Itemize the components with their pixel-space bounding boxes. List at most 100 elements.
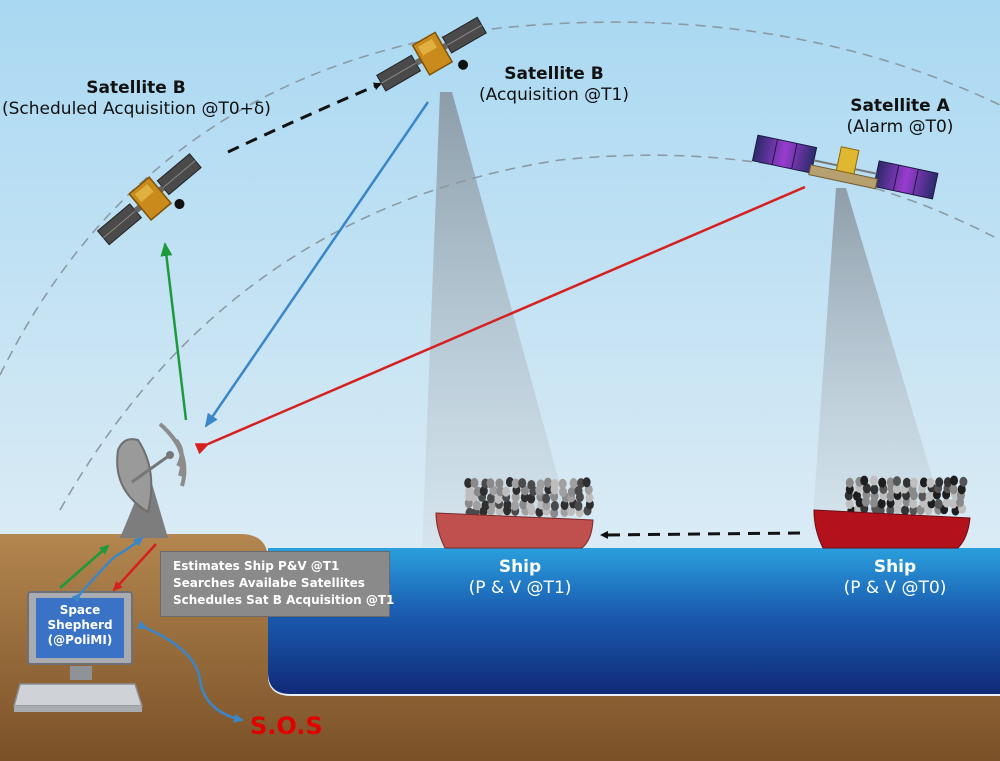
sos-label: S.O.S	[250, 712, 323, 740]
crowd-head	[909, 498, 918, 509]
crowd-t0	[844, 475, 968, 516]
crowd-head	[934, 498, 943, 509]
crowd-head	[860, 475, 869, 486]
crowd-head	[942, 497, 951, 508]
crowd-head	[543, 477, 552, 488]
info-line-estimates: Estimates Ship P&V @T1	[173, 559, 340, 573]
crowd-head	[473, 486, 482, 497]
crowd-head	[886, 505, 895, 516]
crowd-head	[465, 485, 474, 496]
monitor-line-space: Space	[59, 603, 101, 617]
arrow-ship-drift	[600, 530, 801, 539]
crowd-head	[950, 475, 959, 486]
arrow-bidir-blue	[71, 536, 144, 603]
crowd-head	[574, 500, 583, 511]
crowd-head	[503, 499, 512, 510]
crowd-head	[495, 478, 504, 489]
arrow-sos-blue	[136, 620, 244, 723]
label-satellite-b-scheduled: Satellite B (Scheduled Acquisition @T0+δ…	[2, 78, 271, 120]
crowd-head	[949, 498, 958, 509]
satellite-a-icon	[751, 134, 939, 200]
crowd-head	[852, 490, 861, 501]
crowd-head	[470, 477, 479, 488]
process-info-box: Estimates Ship P&V @T1 Searches Availabe…	[160, 551, 395, 617]
outer-orbit	[0, 21, 1000, 376]
satellite-b-acquisition-icon	[376, 16, 487, 92]
crowd-head	[869, 475, 878, 486]
arrow-schedule-green	[160, 242, 188, 421]
crowd-head	[582, 477, 591, 488]
crowd-head	[845, 498, 854, 509]
label-satellite-a: Satellite A (Alarm @T0)	[830, 96, 970, 138]
crowd-head	[527, 493, 536, 504]
crowd-head	[502, 486, 511, 497]
label-ship-t0-subtitle: (P & V @T0)	[843, 578, 947, 598]
crowd-head	[877, 498, 886, 509]
label-ship-t1: Ship (P & V @T1)	[455, 557, 585, 599]
monitor-line-polimi: (@PoliMI)	[47, 633, 113, 647]
crowd-head	[845, 477, 854, 488]
label-satellite-b-acquisition-subtitle: (Acquisition @T1)	[479, 85, 629, 105]
monitor-line-shepherd: Shepherd	[47, 618, 113, 632]
sea	[268, 548, 1000, 694]
label-ship-t0-title: Ship	[873, 557, 917, 577]
label-satellite-b-acquisition: Satellite B (Acquisition @T1)	[474, 64, 634, 106]
label-ship-t1-subtitle: (P & V @T1)	[468, 578, 572, 598]
crowd-head	[943, 477, 952, 488]
computer-icon	[13, 591, 144, 712]
crowd-head	[558, 478, 567, 489]
crowd-head	[496, 486, 505, 497]
label-satellite-b-scheduled-title: Satellite B	[86, 78, 186, 98]
crowd-head	[550, 479, 559, 490]
arrow-alarm-red	[194, 185, 806, 455]
arrow-down-red	[112, 543, 157, 592]
crowd-head	[925, 491, 934, 502]
crowd-head	[584, 484, 593, 495]
crowd-head	[494, 493, 503, 504]
crowd-head	[472, 500, 481, 511]
crowd-head	[878, 477, 887, 488]
ship-t0	[813, 475, 971, 549]
crowd-head	[486, 478, 495, 489]
satellite-dish-icon	[116, 422, 187, 538]
crowd-head	[464, 478, 473, 489]
crowd-head	[536, 479, 545, 490]
crowd-head	[892, 483, 901, 494]
info-line-schedules: Schedules Sat B Acquisition @T1	[173, 593, 395, 607]
crowd-head	[542, 493, 551, 504]
beam-satellite-b	[422, 92, 578, 550]
crowd-head	[510, 500, 519, 511]
crowd-head	[926, 477, 935, 488]
crowd-head	[567, 506, 576, 517]
info-line-searches: Searches Availabe Satellites	[173, 576, 365, 590]
crowd-head	[918, 491, 927, 502]
crowd-head	[909, 477, 918, 488]
crowd-head	[902, 477, 911, 488]
crowd-head	[574, 485, 583, 496]
label-satellite-a-title: Satellite A	[850, 96, 950, 116]
crowd-head	[886, 491, 895, 502]
arrow-satb-orbit-move	[227, 82, 382, 154]
crowd-head	[949, 484, 958, 495]
crowd-head	[862, 483, 871, 494]
label-satellite-a-subtitle: (Alarm @T0)	[846, 117, 954, 137]
crowd-head	[886, 477, 895, 488]
label-satellite-b-scheduled-subtitle: (Scheduled Acquisition @T0+δ)	[2, 99, 271, 119]
crowd-head	[957, 484, 966, 495]
crowd-head	[569, 477, 578, 488]
label-satellite-b-acquisition-title: Satellite B	[504, 64, 604, 84]
label-ship-t1-title: Ship	[498, 557, 542, 577]
crowd-t1	[464, 477, 594, 518]
ship-t1	[435, 477, 594, 549]
satellite-b-scheduled-icon	[96, 153, 202, 246]
crowd-head	[919, 477, 928, 488]
crowd-head	[585, 492, 594, 503]
beam-satellite-a	[812, 188, 948, 530]
crowd-head	[567, 486, 576, 497]
inner-orbit	[59, 154, 1000, 511]
crowd-head	[550, 500, 559, 511]
crowd-head	[935, 477, 944, 488]
crowd-head	[959, 476, 968, 487]
crowd-head	[486, 493, 495, 504]
crowd-head	[481, 500, 490, 511]
